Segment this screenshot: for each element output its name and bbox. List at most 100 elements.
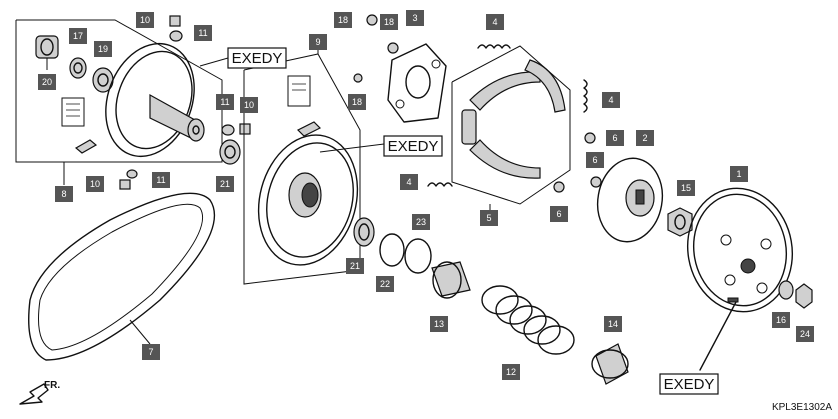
brand-box-frame	[383, 135, 443, 157]
collar-13-rim	[432, 261, 462, 299]
slider-piece	[74, 139, 98, 154]
bolt-nut-middle	[219, 123, 251, 165]
svg-text:10: 10	[244, 100, 254, 110]
callout: 4	[602, 92, 620, 108]
callout: 18	[348, 94, 366, 110]
callout-labels: 10 11 17 19 20 8 10 11 11 10 21 9 18 18 …	[38, 10, 814, 380]
outer-hub	[740, 258, 756, 274]
leader-exedy-2	[319, 143, 385, 153]
drive-face-inner	[115, 50, 193, 150]
bolt-10-top	[169, 15, 181, 27]
o-ring-22	[379, 233, 405, 267]
callout: 18	[334, 12, 352, 28]
svg-text:11: 11	[156, 175, 165, 185]
outer-mark	[727, 297, 739, 303]
outer-hole	[756, 282, 768, 294]
svg-text:18: 18	[352, 97, 362, 107]
svg-text:6: 6	[592, 155, 597, 165]
springs-4	[427, 44, 588, 187]
leader-exedy-3	[699, 301, 737, 371]
brand-box-3: EXEDY	[659, 373, 719, 395]
outer-rim	[686, 187, 794, 313]
seat-14-rim	[591, 349, 629, 379]
callout: 17	[69, 28, 87, 44]
brand-label: EXEDY	[388, 138, 439, 155]
info-sheet	[61, 97, 85, 127]
svg-text:13: 13	[434, 319, 444, 329]
nut-24	[795, 283, 813, 309]
svg-text:4: 4	[608, 95, 613, 105]
brand-label: EXEDY	[232, 50, 283, 67]
nut-11-top	[169, 30, 183, 42]
callout: 10	[136, 12, 154, 28]
nut-6-a	[584, 132, 596, 144]
rings	[353, 217, 432, 274]
bolt-10-low	[119, 179, 131, 190]
drive-face-disc	[105, 42, 195, 158]
svg-text:21: 21	[220, 179, 230, 189]
coil-12	[481, 285, 519, 315]
callout: 13	[430, 316, 448, 332]
svg-text:11: 11	[220, 97, 229, 107]
driven-face-inner	[266, 142, 354, 258]
svg-text:12: 12	[506, 367, 516, 377]
spring-12	[481, 285, 575, 355]
bolt-nut-lower	[119, 169, 138, 190]
plate-2-outline	[596, 157, 664, 243]
clutch-shoe-assembly	[451, 45, 571, 210]
seat-14-body	[595, 343, 629, 385]
plate-2-spline	[635, 189, 645, 205]
callout: 23	[412, 214, 430, 230]
callout: 15	[677, 180, 695, 196]
driven-hub-bore	[301, 182, 319, 208]
svg-text:4: 4	[492, 17, 497, 27]
svg-text:7: 7	[148, 347, 153, 357]
assembly-outline-5	[451, 45, 571, 205]
washer-nut	[778, 280, 813, 309]
svg-text:2: 2	[642, 133, 647, 143]
callout: 21	[346, 258, 364, 274]
front-arrow-icon	[19, 383, 49, 405]
assembly-outline-9	[243, 53, 361, 285]
driven-info-sheet	[287, 75, 311, 107]
svg-text:23: 23	[416, 217, 426, 227]
callout: 14	[604, 316, 622, 332]
nuts-18	[353, 14, 399, 83]
clutch-shoe-lower	[469, 139, 541, 179]
seal-21-upper-bore	[224, 145, 236, 159]
plate-3-bolt-hole	[395, 99, 405, 109]
svg-text:18: 18	[384, 17, 394, 27]
driven-slider	[296, 121, 322, 137]
clutch-shoe-right	[524, 59, 566, 113]
nut-18-b	[387, 42, 399, 54]
callout: 10	[240, 97, 258, 113]
coil-12	[537, 325, 575, 355]
nuts-6	[553, 132, 602, 193]
drive-face-hub-bore	[192, 125, 200, 135]
nut-15	[667, 207, 693, 237]
bolt-nut-top	[169, 15, 183, 42]
callout: 24	[796, 326, 814, 342]
svg-text:15: 15	[681, 183, 691, 193]
brand-box-2: EXEDY	[383, 135, 443, 157]
callout: 9	[309, 34, 327, 50]
belt-inner	[38, 203, 204, 351]
clutch-plate-3	[387, 43, 447, 123]
drive-face-assembly	[15, 19, 229, 185]
svg-text:19: 19	[98, 44, 108, 54]
svg-text:14: 14	[608, 319, 618, 329]
coil-12	[523, 315, 561, 345]
brand-box-1: EXEDY	[227, 47, 287, 69]
callout: 1	[730, 166, 748, 182]
svg-text:6: 6	[612, 133, 617, 143]
callout: 4	[400, 174, 418, 190]
svg-text:1: 1	[736, 169, 741, 179]
spring-4-top	[477, 44, 511, 49]
callout: 6	[550, 206, 568, 222]
seat-14	[591, 343, 629, 385]
brand-box-frame	[227, 47, 287, 69]
callout: 18	[380, 14, 398, 30]
callout: 8	[55, 186, 73, 202]
nut-15-hex	[667, 207, 693, 237]
